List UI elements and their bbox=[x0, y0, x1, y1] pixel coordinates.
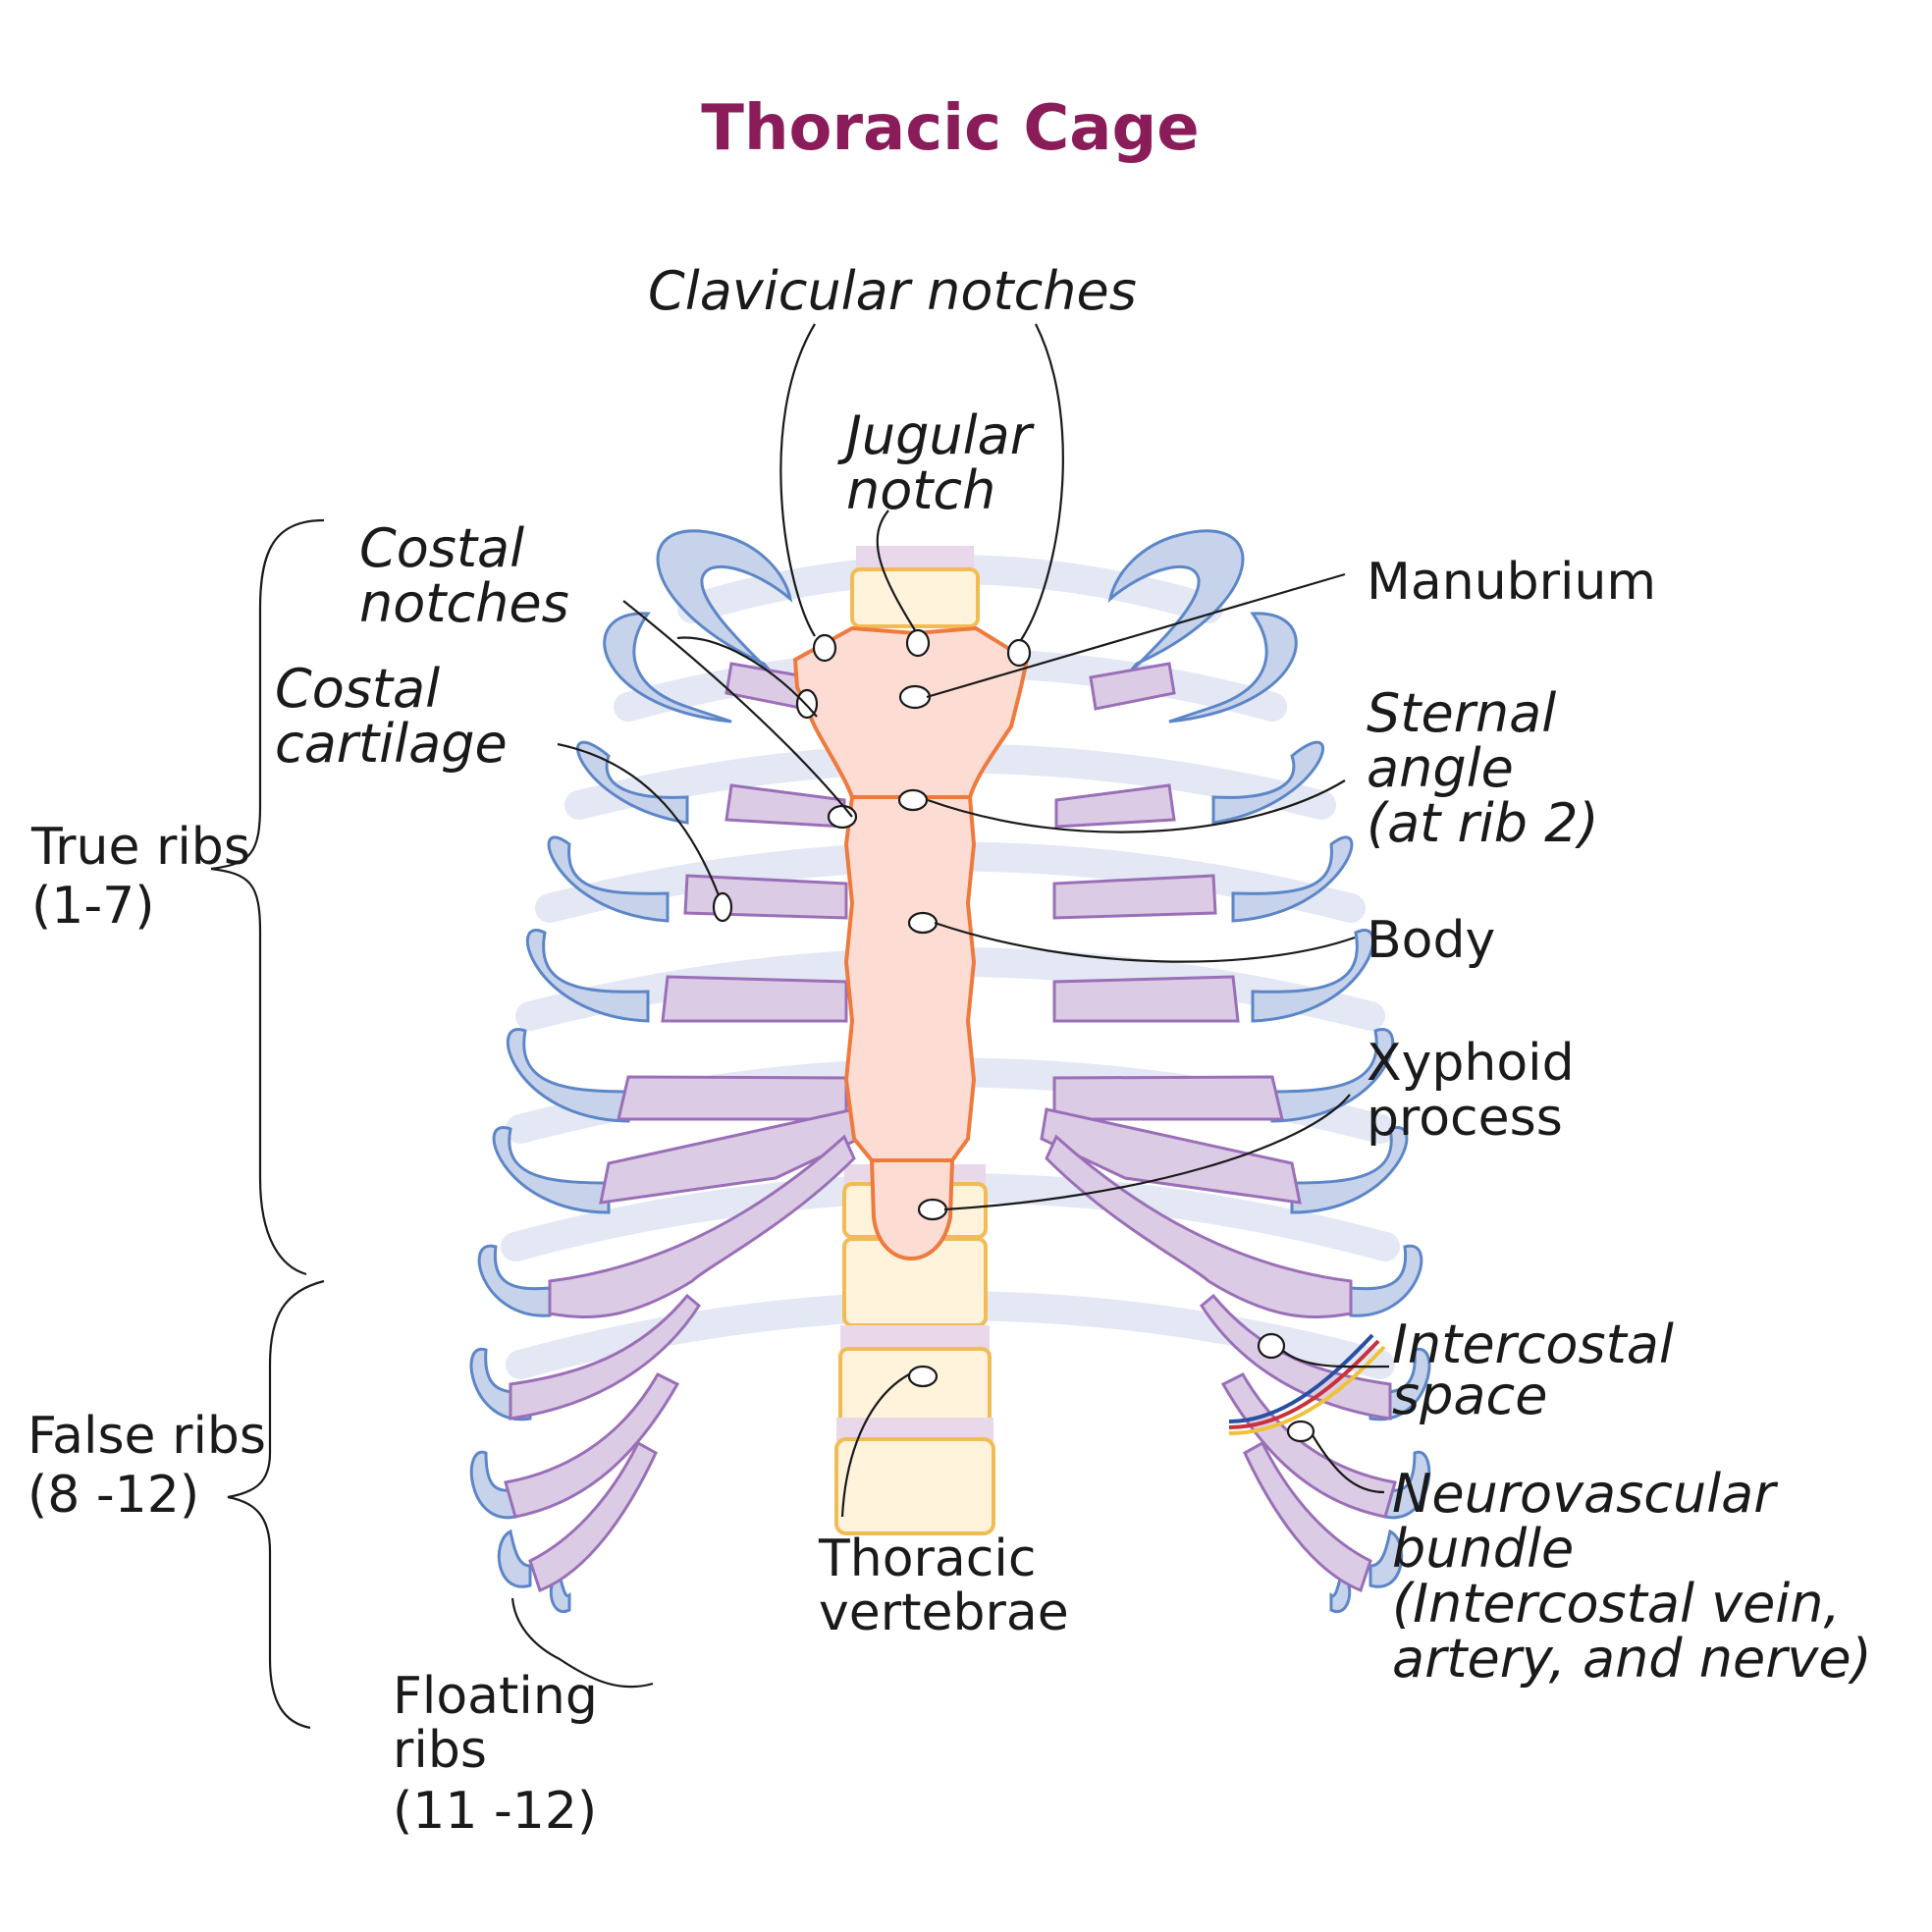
leader-lines bbox=[557, 323, 1390, 1518]
label-neurovascular-line3: (Intercostal vein, bbox=[1392, 1573, 1841, 1635]
rib-6-right bbox=[1270, 1028, 1395, 1123]
costal-cartilage-3 bbox=[683, 874, 848, 920]
rib-3 bbox=[576, 740, 689, 825]
label-intercostal-space-line1: Intercostal bbox=[1392, 1314, 1674, 1375]
label-floating-ribs-line3: (11 -12) bbox=[393, 1782, 597, 1841]
label-costal-cartilage-line2: cartilage bbox=[275, 713, 508, 775]
label-neurovascular-line4: artery, and nerve) bbox=[1392, 1628, 1872, 1690]
label-jugular-notch-line2: notch bbox=[846, 459, 995, 521]
costal-cartilage-5 bbox=[617, 1075, 848, 1121]
rib-11-right bbox=[1368, 1529, 1404, 1588]
label-floating-ribs-line2: ribs bbox=[393, 1721, 487, 1780]
label-sternal-angle-line1: Sternal bbox=[1367, 682, 1556, 744]
rib-8-right bbox=[1349, 1244, 1423, 1317]
vertebra bbox=[834, 1437, 995, 1535]
costal-cartilage-4 bbox=[661, 975, 848, 1023]
ribs-left bbox=[469, 529, 793, 1614]
true-ribs-bracket bbox=[210, 518, 325, 1276]
costal-cartilage-10 bbox=[528, 1440, 658, 1592]
intervertebral-disc bbox=[856, 546, 974, 571]
costal-cartilage-1-right bbox=[1089, 662, 1176, 711]
intercostal-nerve bbox=[1228, 1345, 1386, 1435]
diagram-title: Thoracic Cage bbox=[701, 92, 1199, 165]
vertebra bbox=[850, 567, 980, 628]
label-jugular-notch-line1: Jugular bbox=[837, 404, 1035, 466]
label-false-ribs-line1: False ribs bbox=[27, 1407, 266, 1466]
rib-1-right bbox=[1107, 529, 1245, 679]
rib-7-right bbox=[1290, 1126, 1409, 1214]
label-floating-ribs-line1: Floating bbox=[393, 1667, 598, 1726]
costal-cartilage-4-right bbox=[1052, 975, 1240, 1023]
label-true-ribs-line2: (1-7) bbox=[31, 877, 155, 936]
label-false-ribs-line2: (8 -12) bbox=[27, 1466, 199, 1525]
rib-8 bbox=[477, 1244, 552, 1317]
labels: Clavicular notches Jugular notch Costal … bbox=[27, 260, 1872, 1841]
xyphoid-process-shape bbox=[869, 1158, 955, 1261]
rib-6 bbox=[506, 1028, 630, 1123]
label-body: Body bbox=[1367, 911, 1495, 970]
label-xyphoid-line2: process bbox=[1367, 1089, 1563, 1148]
rib-1 bbox=[656, 529, 793, 679]
label-costal-notches-line1: Costal bbox=[359, 517, 524, 579]
costal-cartilage-3-right bbox=[1052, 874, 1217, 920]
label-xyphoid-line1: Xyphoid bbox=[1367, 1034, 1575, 1093]
costal-cartilage-5-right bbox=[1052, 1075, 1284, 1121]
label-costal-cartilage-line1: Costal bbox=[275, 658, 440, 720]
rib-10-right bbox=[1383, 1450, 1431, 1520]
leader-rings bbox=[712, 628, 1315, 1443]
label-sternal-angle-line3: (at rib 2) bbox=[1367, 792, 1599, 854]
label-thoracic-vertebrae-line2: vertebrae bbox=[819, 1583, 1069, 1642]
costal-cartilage-2 bbox=[724, 783, 846, 829]
label-manubrium: Manubrium bbox=[1367, 553, 1656, 612]
rib-3-right bbox=[1211, 740, 1324, 825]
rib-4-right bbox=[1231, 835, 1354, 923]
rib-5-right bbox=[1251, 929, 1375, 1023]
label-neurovascular-line1: Neurovascular bbox=[1392, 1463, 1778, 1525]
rib-brackets bbox=[210, 518, 654, 1730]
label-intercostal-space-line2: space bbox=[1392, 1365, 1547, 1426]
rib-10 bbox=[469, 1450, 517, 1520]
intercostal-vein bbox=[1228, 1333, 1374, 1423]
label-thoracic-vertebrae-line1: Thoracic bbox=[818, 1530, 1036, 1588]
rib-7 bbox=[492, 1126, 611, 1214]
rib-2 bbox=[603, 612, 732, 724]
costal-cartilage-8 bbox=[509, 1293, 701, 1421]
rib-5 bbox=[525, 929, 650, 1023]
intercostal-artery bbox=[1228, 1339, 1380, 1429]
false-ribs-bracket bbox=[227, 1279, 325, 1730]
label-neurovascular-line2: bundle bbox=[1392, 1518, 1574, 1580]
rib-11 bbox=[497, 1529, 532, 1588]
costal-cartilage-2-right bbox=[1054, 783, 1176, 829]
sternum-body-shape bbox=[843, 795, 977, 1162]
costal-cartilage-9 bbox=[504, 1372, 680, 1519]
rib-4 bbox=[547, 835, 670, 923]
label-clavicular-notches: Clavicular notches bbox=[648, 260, 1137, 322]
label-sternal-angle-line2: angle bbox=[1367, 737, 1514, 799]
rib-2-right bbox=[1168, 612, 1298, 724]
manubrium-shape bbox=[792, 625, 1030, 799]
neurovascular-bundle bbox=[1228, 1333, 1386, 1435]
floating-ribs-bracket bbox=[510, 1597, 654, 1689]
costal-cartilages-left bbox=[504, 662, 861, 1592]
costal-cartilage-7 bbox=[548, 1134, 856, 1319]
label-costal-notches-line2: notches bbox=[359, 572, 569, 634]
costal-cartilage-10-right bbox=[1243, 1440, 1372, 1592]
sternum bbox=[792, 625, 1030, 1261]
label-true-ribs-line1: True ribs bbox=[30, 818, 250, 877]
costal-cartilage-7-right bbox=[1045, 1134, 1353, 1319]
intervertebral-disc bbox=[840, 1325, 990, 1351]
